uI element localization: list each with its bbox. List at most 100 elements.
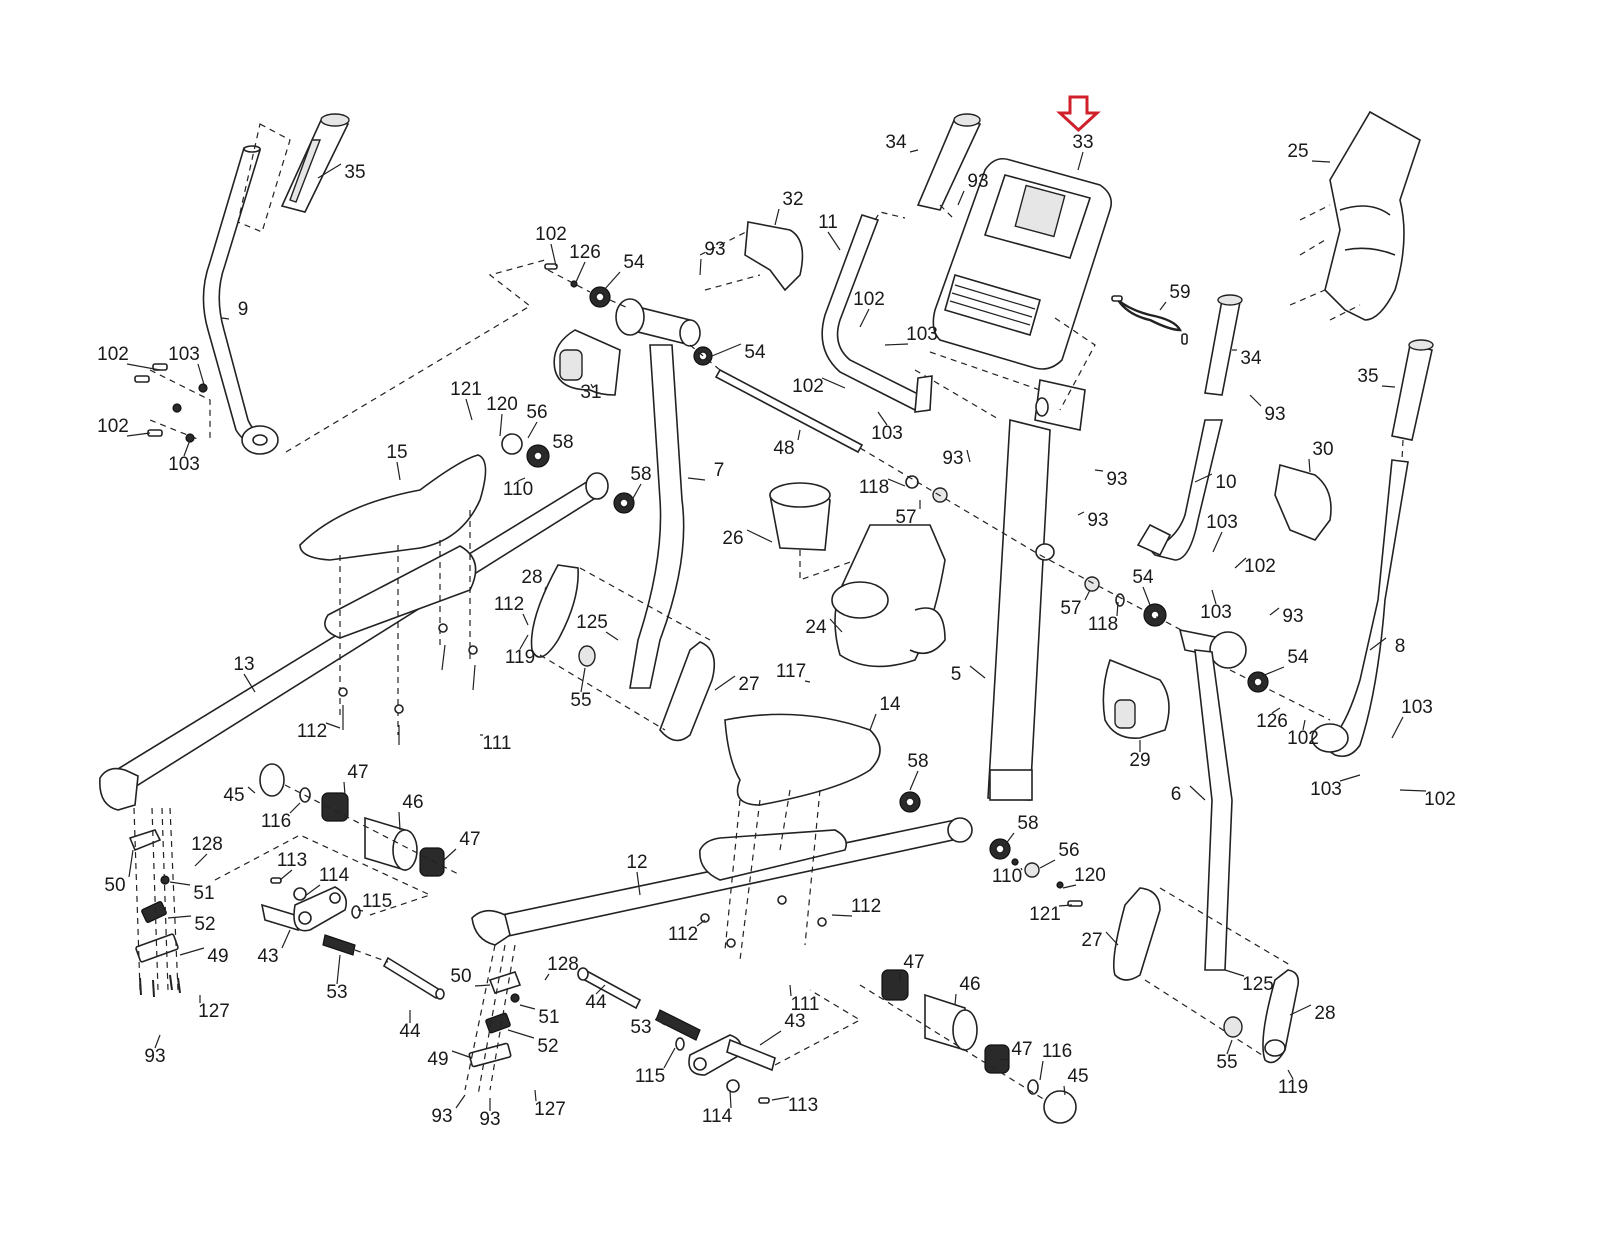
callout-leader-line [663, 1047, 676, 1069]
cover-28-right[interactable] [1262, 969, 1300, 1064]
part-callout-51: 51 [538, 1007, 559, 1028]
part-callout-103: 103 [168, 454, 200, 475]
callout-leader-line [281, 929, 291, 949]
upper-arm-8[interactable] [1311, 459, 1409, 758]
part-callout-47: 47 [1011, 1039, 1032, 1060]
part-callout-103: 103 [1401, 697, 1433, 718]
callout-leader-line [544, 586, 547, 591]
axle-48[interactable] [714, 368, 864, 454]
part-callout-116: 116 [261, 811, 291, 832]
callout-leader-line [966, 449, 971, 463]
callout-leader-line [1194, 473, 1213, 483]
callout-leader-line [1339, 774, 1361, 782]
pedal-plate-right[interactable] [699, 829, 848, 881]
part-callout-110: 110 [992, 866, 1022, 887]
callout-leader-line [126, 363, 161, 371]
callout-leader-line [1063, 1085, 1066, 1096]
handle-grip-34-right[interactable] [1204, 294, 1243, 396]
pedal-arm-12[interactable] [471, 817, 973, 946]
shroud-25[interactable] [1324, 110, 1421, 321]
part-callout-57: 57 [1060, 598, 1081, 619]
part-callout-9: 9 [238, 299, 249, 320]
crank-43-left[interactable] [260, 886, 348, 932]
shaft-44-left[interactable] [382, 956, 445, 1000]
handle-grip-35-right[interactable] [1391, 339, 1434, 441]
upper-arm-10[interactable] [1136, 419, 1224, 561]
part-callout-44: 44 [399, 1021, 421, 1042]
part-callout-116: 116 [1042, 1041, 1072, 1062]
part-callout-50: 50 [450, 966, 471, 987]
part-callout-34: 34 [885, 132, 907, 153]
callout-leader-line [1062, 884, 1077, 889]
callout-leader-line [221, 317, 230, 320]
callout-leader-line [797, 429, 801, 441]
callout-leader-line [544, 451, 550, 454]
part-callout-52: 52 [537, 1036, 558, 1057]
callout-leader-line [714, 675, 736, 691]
cover-27-right[interactable] [1112, 887, 1161, 981]
handle-grip-34-center[interactable] [916, 113, 982, 211]
pedal-arm-13[interactable] [99, 472, 609, 811]
callout-leader-line [821, 377, 846, 389]
handle-grip-35-left[interactable] [280, 113, 350, 213]
shroud-29[interactable] [1102, 658, 1170, 739]
part-callout-32: 32 [782, 189, 803, 210]
part-callout-102: 102 [535, 224, 567, 245]
fasteners-113-114-115-left [270, 877, 361, 919]
callout-leader-line [1159, 301, 1167, 311]
pedal-14[interactable] [724, 713, 881, 806]
part-callout-43: 43 [257, 946, 278, 967]
part-callout-53: 53 [630, 1017, 651, 1038]
latch-assembly-right[interactable] [468, 971, 522, 1068]
callout-leader-line [636, 871, 641, 896]
part-callout-58: 58 [1017, 813, 1038, 834]
callout-leader-line [517, 477, 526, 482]
part-callout-102: 102 [792, 376, 824, 397]
part-callout-128: 128 [191, 834, 223, 855]
shroud-26[interactable] [769, 482, 831, 551]
shroud-31[interactable] [553, 329, 621, 396]
pedal-plate-left[interactable] [324, 545, 477, 639]
callout-leader-line [603, 271, 621, 291]
crank-43-right[interactable] [688, 1034, 776, 1076]
callout-leader-line [746, 529, 773, 543]
upper-arm-11[interactable] [821, 214, 933, 413]
callout-leader-line [605, 631, 619, 641]
callout-leader-line [877, 411, 888, 426]
part-callout-120: 120 [486, 394, 518, 415]
leader-lines [126, 149, 1427, 1111]
shroud-24[interactable] [831, 524, 946, 668]
part-callout-125: 125 [576, 612, 608, 633]
part-callout-111: 111 [791, 994, 820, 1015]
console-33[interactable] [932, 157, 1113, 370]
shroud-32[interactable] [744, 221, 804, 292]
callout-leader-line [999, 1058, 1009, 1061]
upper-arm-left[interactable] [202, 145, 279, 455]
spring-53-right[interactable] [655, 1009, 701, 1041]
shaft-44-right[interactable] [577, 967, 642, 1010]
part-callout-93: 93 [942, 448, 963, 469]
part-callout-93: 93 [144, 1046, 165, 1067]
wire-59[interactable] [1111, 295, 1188, 345]
callout-leader-line [1077, 151, 1084, 171]
callout-leader-line [1116, 601, 1119, 617]
cover-27-left[interactable] [659, 641, 716, 742]
callout-leader-line [519, 1004, 536, 1010]
pivot-tube-6[interactable] [1178, 628, 1247, 971]
wheel-assembly-right[interactable] [881, 969, 1077, 1124]
spring-53-left[interactable] [322, 934, 356, 956]
part-callout-46: 46 [402, 792, 423, 813]
callout-leader-line [167, 915, 192, 919]
part-callout-30: 30 [1312, 439, 1333, 460]
callout-leader-line [243, 673, 256, 693]
part-callout-126: 126 [1256, 711, 1288, 732]
callout-leader-line [1311, 160, 1331, 163]
pivot-tube-7[interactable] [615, 298, 701, 689]
bearing-54-upper-left [589, 286, 611, 308]
callout-leader-line [1271, 707, 1281, 714]
pedal-15[interactable] [299, 454, 487, 561]
callout-leader-line [396, 461, 401, 481]
part-callout-45: 45 [223, 785, 244, 806]
shroud-30[interactable] [1274, 463, 1332, 541]
mast-5[interactable] [987, 379, 1086, 801]
